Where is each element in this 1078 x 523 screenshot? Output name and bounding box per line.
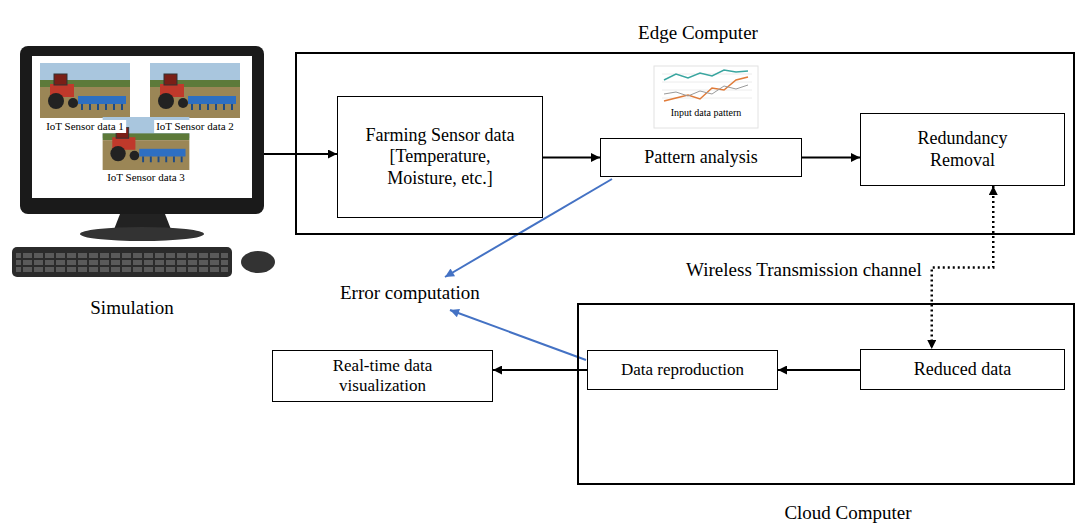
box-label: Pattern analysis xyxy=(644,147,757,169)
chart-caption: Input data pattern xyxy=(669,107,744,119)
flow-arrow xyxy=(264,153,337,155)
keyboard-keys xyxy=(16,251,228,273)
flow-arrow xyxy=(778,369,860,371)
flow-arrow xyxy=(543,157,600,159)
process-box: Reduced data xyxy=(860,349,1065,390)
wireless-link xyxy=(932,186,994,349)
keyboard xyxy=(12,247,232,277)
output-box: Real-time data visualization xyxy=(272,350,493,402)
tractor-image xyxy=(40,63,130,118)
cloud-computer-box: Reduced dataData reproductionCloud Compu… xyxy=(577,303,1075,485)
box-label: Redundancy Removal xyxy=(903,128,1023,171)
box-label: Farming Sensor data [Temperature, Moistu… xyxy=(358,125,523,190)
box-label: Reduced data xyxy=(914,359,1011,381)
group-heading: Edge Computer xyxy=(638,22,758,45)
flow-arrow xyxy=(493,369,587,371)
chart-grid xyxy=(662,74,752,98)
box-label: Data reproduction xyxy=(621,360,744,380)
monitor-heading: Simulation xyxy=(90,297,173,320)
chart-frame xyxy=(654,66,758,128)
tractor-image xyxy=(150,63,240,118)
group-heading: Cloud Computer xyxy=(784,502,911,523)
box-label: Real-time data visualization xyxy=(308,356,458,397)
screen-caption: IoT Sensor data 3 xyxy=(105,171,187,184)
screen-caption: IoT Sensor data 2 xyxy=(154,120,236,133)
process-box: Data reproduction xyxy=(587,350,778,390)
link-label: Wireless Transmission channel xyxy=(686,259,922,282)
simulation-monitor: IoT Sensor data 1 IoT Sensor data 2 IoT Se… xyxy=(20,48,264,212)
annotation: Error computation xyxy=(338,282,482,305)
process-box: Farming Sensor data [Temperature, Moistu… xyxy=(337,96,543,218)
chart-series xyxy=(664,70,748,80)
mouse xyxy=(241,251,275,273)
process-box: Pattern analysis xyxy=(600,138,802,177)
chart-series xyxy=(664,85,748,96)
flow-arrow xyxy=(802,157,860,159)
monitor-base xyxy=(80,227,204,241)
edge-computer-box: Farming Sensor data [Temperature, Moistu… xyxy=(295,52,1075,235)
process-box: Redundancy Removal xyxy=(860,113,1065,186)
screen-caption: IoT Sensor data 1 xyxy=(44,120,126,133)
monitor-screen xyxy=(32,56,252,198)
chart-series xyxy=(664,77,748,101)
monitor-bezel xyxy=(20,46,264,214)
